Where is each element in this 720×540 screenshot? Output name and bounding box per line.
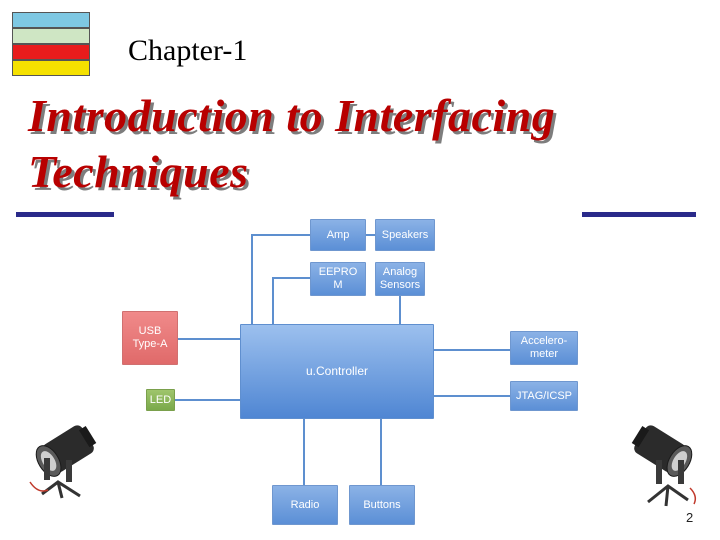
stage-light-icon-left	[29, 425, 97, 499]
jtag-label: JTAG/ICSP	[515, 389, 573, 402]
accelerometer-block: Accelero- meter	[510, 331, 578, 365]
slide-title: Introduction to Interfacing Techniques	[28, 88, 708, 200]
page-number: 2	[686, 510, 694, 525]
accel-label-line1: Accelero-	[520, 335, 568, 347]
radio-block: Radio	[272, 485, 338, 525]
connector-analog	[399, 296, 401, 324]
slide-title-line1: Introduction to Interfacing	[28, 90, 556, 141]
stripe-red	[12, 44, 90, 60]
eeprom-label-line1: EEPRO	[318, 266, 358, 278]
analog-label-line1: Analog	[382, 266, 418, 278]
jtag-block: JTAG/ICSP	[510, 381, 578, 411]
connector-accel	[434, 349, 510, 351]
title-underline-left	[16, 212, 114, 217]
connector-eeprom	[272, 277, 310, 279]
usb-label-line1: USB	[138, 325, 162, 337]
connector-left-vertical	[251, 234, 253, 324]
speakers-block: Speakers	[375, 219, 435, 251]
connector-eeprom-vertical	[272, 277, 274, 324]
connector-led	[175, 399, 240, 401]
usb-block: USB Type-A	[122, 311, 178, 365]
controller-block: u.Controller	[240, 324, 434, 419]
led-block: LED	[146, 389, 175, 411]
buttons-block: Buttons	[349, 485, 415, 525]
title-underline-right	[582, 212, 696, 217]
eeprom-block: EEPRO M	[310, 262, 366, 296]
usb-label-line2: Type-A	[132, 338, 168, 350]
led-label: LED	[149, 393, 172, 406]
slide-title-line2: Techniques	[28, 146, 249, 197]
connector-buttons	[380, 419, 382, 485]
eeprom-label-line2: M	[333, 279, 343, 291]
stripe-lightgreen	[12, 28, 90, 44]
connector-usb	[178, 338, 240, 340]
buttons-label: Buttons	[363, 498, 401, 511]
stripe-yellow	[12, 60, 90, 76]
amp-label: Amp	[326, 228, 350, 241]
amp-block: Amp	[310, 219, 366, 251]
analog-sensors-block: Analog Sensors	[375, 262, 425, 296]
radio-label: Radio	[290, 498, 320, 511]
analog-label-line2: Sensors	[379, 279, 421, 291]
accel-label-line2: meter	[529, 348, 559, 360]
connector-amp	[251, 234, 311, 236]
stripe-cyan	[12, 12, 90, 28]
connector-radio	[303, 419, 305, 485]
chapter-label: Chapter-1	[128, 34, 248, 67]
stage-light-icon-right	[631, 425, 697, 507]
connector-jtag	[434, 395, 510, 397]
speakers-label: Speakers	[381, 228, 429, 241]
controller-label: u.Controller	[305, 364, 369, 378]
